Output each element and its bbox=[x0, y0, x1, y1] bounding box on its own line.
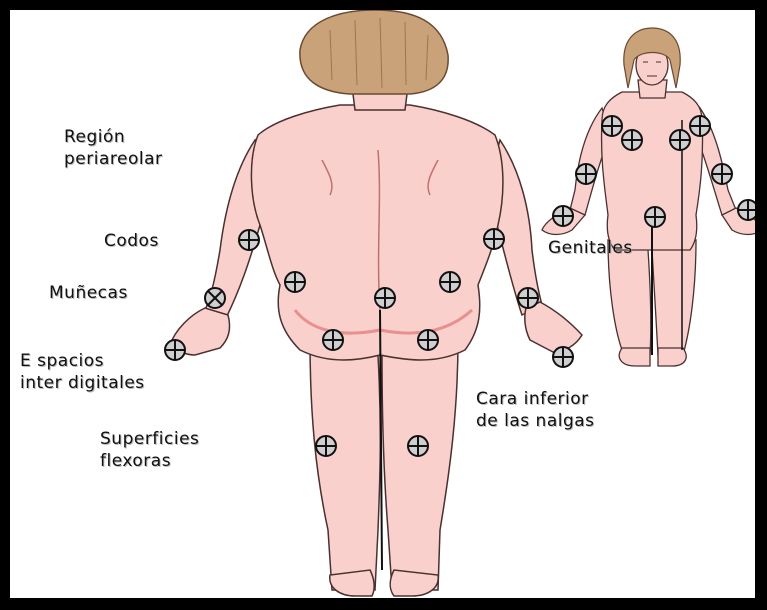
label-region-periareolar: Región periareolar bbox=[64, 126, 163, 170]
label-espacios-line2: inter digitales bbox=[20, 372, 145, 394]
front-figure bbox=[542, 45, 755, 366]
label-cara-inferior-nalgas: Cara inferior de las nalgas bbox=[476, 388, 595, 432]
marker-buttock-left bbox=[323, 330, 343, 350]
marker-front-hand-left bbox=[553, 206, 573, 226]
marker-buttock-right bbox=[418, 330, 438, 350]
marker-front-elbow-right bbox=[712, 164, 732, 184]
label-cara-inferior-line2: de las nalgas bbox=[476, 410, 595, 432]
back-figure bbox=[170, 70, 582, 596]
label-region-periareolar-line1: Región bbox=[64, 126, 163, 148]
label-genitales: Genitales bbox=[548, 237, 633, 259]
marker-wrist-left bbox=[205, 288, 225, 308]
label-region-periareolar-line2: periareolar bbox=[64, 148, 163, 170]
marker-elbow-left bbox=[239, 230, 259, 250]
marker-front-elbow-left bbox=[576, 164, 596, 184]
marker-elbow-right bbox=[484, 229, 504, 249]
marker-genitals bbox=[645, 207, 665, 227]
label-munecas: Muñecas bbox=[49, 282, 128, 304]
label-cara-inferior-line1: Cara inferior bbox=[476, 388, 595, 410]
hair-back bbox=[300, 10, 448, 94]
marker-knee-right bbox=[408, 436, 428, 456]
marker-wrist-right bbox=[518, 288, 538, 308]
marker-lower-back bbox=[375, 288, 395, 308]
label-espacios-interdigitales: E spacios inter digitales bbox=[20, 350, 145, 394]
marker-waist-right bbox=[440, 272, 460, 292]
label-superficies-flexoras: Superficies flexoras bbox=[100, 428, 199, 472]
label-espacios-line1: E spacios bbox=[20, 350, 145, 372]
label-superficies-line2: flexoras bbox=[100, 450, 199, 472]
marker-breast-right bbox=[670, 130, 690, 150]
body-illustration bbox=[10, 10, 755, 598]
marker-breast-right-top bbox=[690, 116, 710, 136]
marker-fingers-right bbox=[553, 347, 573, 367]
marker-waist-left bbox=[285, 272, 305, 292]
label-superficies-line1: Superficies bbox=[100, 428, 199, 450]
marker-breast-left-top bbox=[602, 116, 622, 136]
label-codos: Codos bbox=[104, 230, 159, 252]
diagram-frame: Región periareolar Codos Muñecas E spaci… bbox=[6, 6, 759, 602]
marker-front-hand-right bbox=[738, 200, 755, 220]
marker-knee-left bbox=[316, 436, 336, 456]
marker-fingers-left bbox=[165, 340, 185, 360]
marker-breast-left bbox=[622, 130, 642, 150]
